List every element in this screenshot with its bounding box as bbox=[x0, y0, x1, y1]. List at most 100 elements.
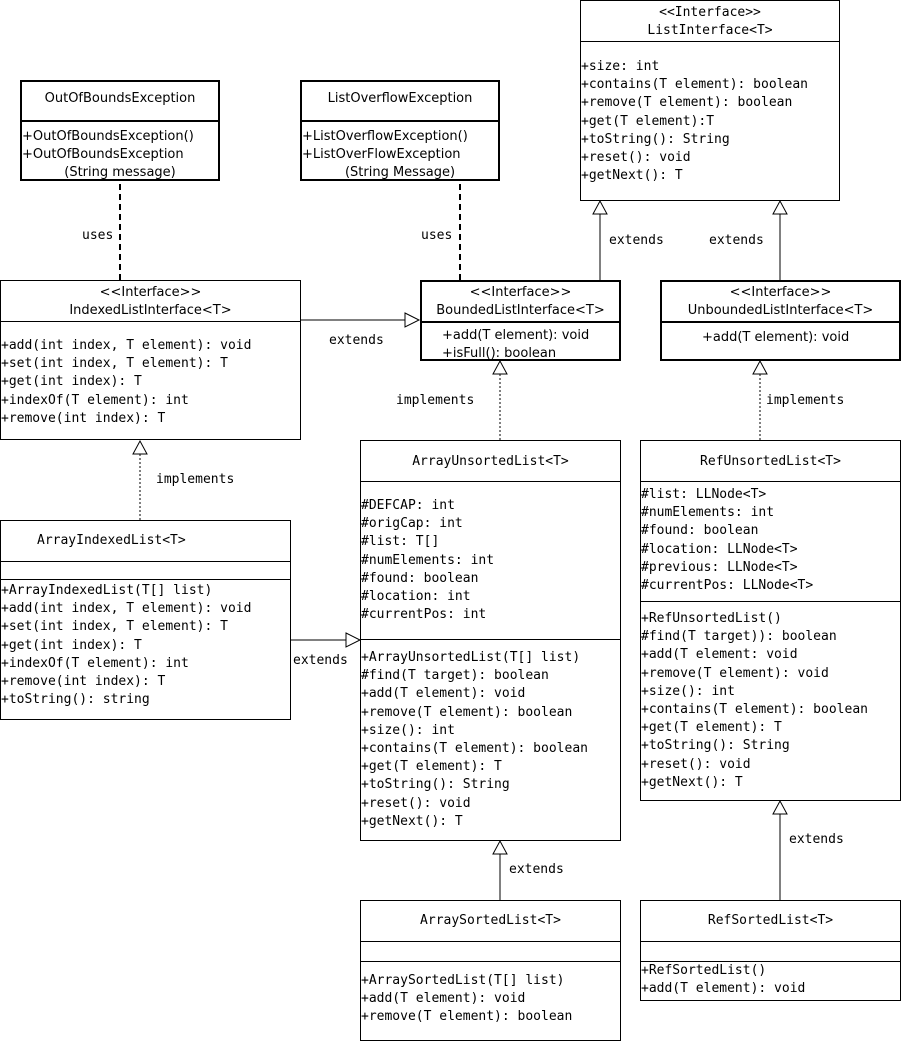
hollow-triangle-icon bbox=[772, 799, 788, 815]
method: +getNext(): T bbox=[581, 168, 683, 184]
attribute: #location: int bbox=[361, 589, 471, 605]
class-name: RefSortedList<T> bbox=[707, 913, 834, 928]
class-list-overflow-exception: ListOverflowException +ListOverflowExcep… bbox=[300, 80, 500, 181]
method: +getNext(): T bbox=[641, 774, 743, 790]
methods-section: +ArrayUnsortedList(T[] list) #find(T tar… bbox=[361, 639, 620, 831]
attribute: #previous: LLNode<T> bbox=[641, 559, 798, 575]
methods-section: +ArraySortedList(T[] list) +add(T elemen… bbox=[361, 961, 620, 1027]
class-name: UnboundedListInterface<T> bbox=[687, 303, 874, 318]
attribute: #currentPos: LLNode<T> bbox=[641, 578, 814, 594]
methods-section: +add(int index, T element): void +set(in… bbox=[1, 321, 300, 428]
method: +get(int index): T bbox=[1, 374, 142, 390]
attributes-section bbox=[1, 561, 290, 579]
methods-section: +ArrayIndexedList(T[] list) +add(int ind… bbox=[1, 579, 290, 709]
stereotype: <<Interface>> bbox=[469, 285, 572, 300]
class-array-unsorted-list: ArrayUnsortedList<T> #DEFCAP: int #origC… bbox=[360, 440, 621, 841]
method: +OutOfBoundsException() bbox=[22, 129, 194, 144]
method: #find(T target): boolean bbox=[361, 668, 549, 684]
method: +set(int index, T element): T bbox=[1, 356, 228, 372]
edge-label-extends: extends bbox=[293, 653, 348, 668]
class-array-indexed-list: ArrayIndexedList<T> +ArrayIndexedList(T[… bbox=[0, 520, 291, 720]
method: +size: int bbox=[581, 59, 660, 74]
methods-section: +RefSortedList() +add(T element): void bbox=[641, 961, 900, 998]
interface-indexed-list-interface: <<Interface>> IndexedListInterface<T> +a… bbox=[0, 280, 301, 440]
method: +add(T element: void bbox=[641, 647, 798, 663]
hollow-triangle-icon bbox=[492, 839, 508, 855]
method: +add(T element): void bbox=[361, 991, 526, 1007]
methods-section: +RefUnsortedList() #find(T target)): boo… bbox=[641, 601, 900, 792]
class-header: <<Interface>> UnboundedListInterface<T> bbox=[662, 282, 899, 321]
method: +OutOfBoundsException bbox=[22, 147, 184, 163]
class-name: OutOfBoundsException bbox=[44, 91, 196, 106]
stereotype: <<Interface>> bbox=[729, 285, 832, 300]
methods-section: +add(T element): void bbox=[662, 321, 899, 347]
class-name: ArraySortedList<T> bbox=[420, 913, 561, 928]
method: +size(): int bbox=[641, 683, 735, 699]
method: +toString(): String bbox=[641, 738, 790, 754]
edge-label-extends: extends bbox=[709, 233, 764, 248]
methods-section: +ListOverflowException() +ListOverFlowEx… bbox=[302, 120, 498, 183]
method: +getNext(): T bbox=[361, 813, 463, 829]
edge-label-uses: uses bbox=[82, 228, 114, 243]
hollow-triangle-icon bbox=[404, 312, 421, 328]
class-name: ArrayUnsortedList<T> bbox=[412, 454, 569, 469]
attribute: #list: LLNode<T> bbox=[641, 487, 767, 502]
method: +get(int index): T bbox=[1, 637, 142, 653]
method: +get(T element): T bbox=[361, 759, 502, 775]
edge-label-implements: implements bbox=[766, 393, 845, 408]
edge-label-implements: implements bbox=[396, 393, 475, 408]
method: +toString(): string bbox=[1, 692, 150, 708]
method: +remove(T element): boolean bbox=[361, 704, 573, 720]
method: +remove(int index): T bbox=[1, 674, 166, 690]
method: +remove(T element): boolean bbox=[581, 95, 793, 111]
attribute: #found: boolean bbox=[641, 523, 759, 539]
class-name: BoundedListInterface<T> bbox=[436, 303, 605, 318]
hollow-triangle-icon bbox=[132, 439, 148, 455]
attribute: #location: LLNode<T> bbox=[641, 541, 798, 557]
attributes-section: #list: LLNode<T> #numElements: int #foun… bbox=[641, 481, 900, 601]
methods-section: +add(T element): void +isFull(): boolean bbox=[422, 321, 619, 363]
class-header: <<Interface>> IndexedListInterface<T> bbox=[1, 281, 300, 321]
method: +add(int index, T element): void bbox=[1, 338, 252, 353]
method-param: (String message) bbox=[64, 165, 176, 181]
attribute: #DEFCAP: int bbox=[361, 498, 455, 513]
method: +add(T element): void bbox=[702, 330, 850, 345]
class-header: <<Interface>> BoundedListInterface<T> bbox=[422, 282, 619, 321]
stereotype: <<Interface>> bbox=[99, 285, 202, 300]
method: +RefSortedList() bbox=[641, 963, 767, 978]
method: +reset(): void bbox=[581, 150, 691, 166]
class-header: <<Interface>> ListInterface<T> bbox=[581, 1, 839, 41]
method: +reset(): void bbox=[641, 756, 751, 772]
class-ref-sorted-list: RefSortedList<T> +RefSortedList() +add(T… bbox=[640, 900, 901, 1001]
class-array-sorted-list: ArraySortedList<T> +ArraySortedList(T[] … bbox=[360, 900, 621, 1041]
edge-label-extends: extends bbox=[789, 832, 844, 847]
method: +indexOf(T element): int bbox=[1, 655, 189, 671]
hollow-triangle-icon bbox=[592, 199, 608, 215]
method: +toString(): String bbox=[361, 777, 510, 793]
attribute: #origCap: int bbox=[361, 516, 463, 532]
class-name: IndexedListInterface<T> bbox=[69, 303, 232, 318]
attributes-section bbox=[361, 941, 620, 961]
attribute: #numElements: int bbox=[361, 552, 495, 568]
class-name: RefUnsortedList<T> bbox=[700, 454, 841, 469]
methods-section: +size: int +contains(T element): boolean… bbox=[581, 41, 839, 185]
class-out-of-bounds-exception: OutOfBoundsException +OutOfBoundsExcepti… bbox=[20, 80, 220, 181]
stereotype: <<Interface>> bbox=[659, 5, 761, 20]
edge-label-implements: implements bbox=[156, 472, 235, 487]
method: +get(T element):T bbox=[581, 113, 715, 129]
method: +ArrayIndexedList(T[] list) bbox=[1, 583, 213, 598]
edge-label-extends: extends bbox=[329, 333, 384, 348]
attribute: #currentPos: int bbox=[361, 607, 487, 623]
method: +indexOf(T element): int bbox=[1, 392, 189, 408]
method: +add(T element): void bbox=[442, 328, 590, 343]
class-name: ArrayIndexedList<T> bbox=[37, 533, 186, 548]
method: +remove(T element): void bbox=[641, 665, 829, 681]
attributes-section: #DEFCAP: int #origCap: int #list: T[] #n… bbox=[361, 481, 620, 639]
method: +add(T element): void bbox=[361, 686, 526, 702]
methods-section: +OutOfBoundsException() +OutOfBoundsExce… bbox=[22, 120, 218, 183]
method: +reset(): void bbox=[361, 795, 471, 811]
method: +ListOverFlowException bbox=[302, 147, 461, 163]
method: +contains(T element): boolean bbox=[361, 741, 588, 757]
attributes-section bbox=[641, 941, 900, 961]
